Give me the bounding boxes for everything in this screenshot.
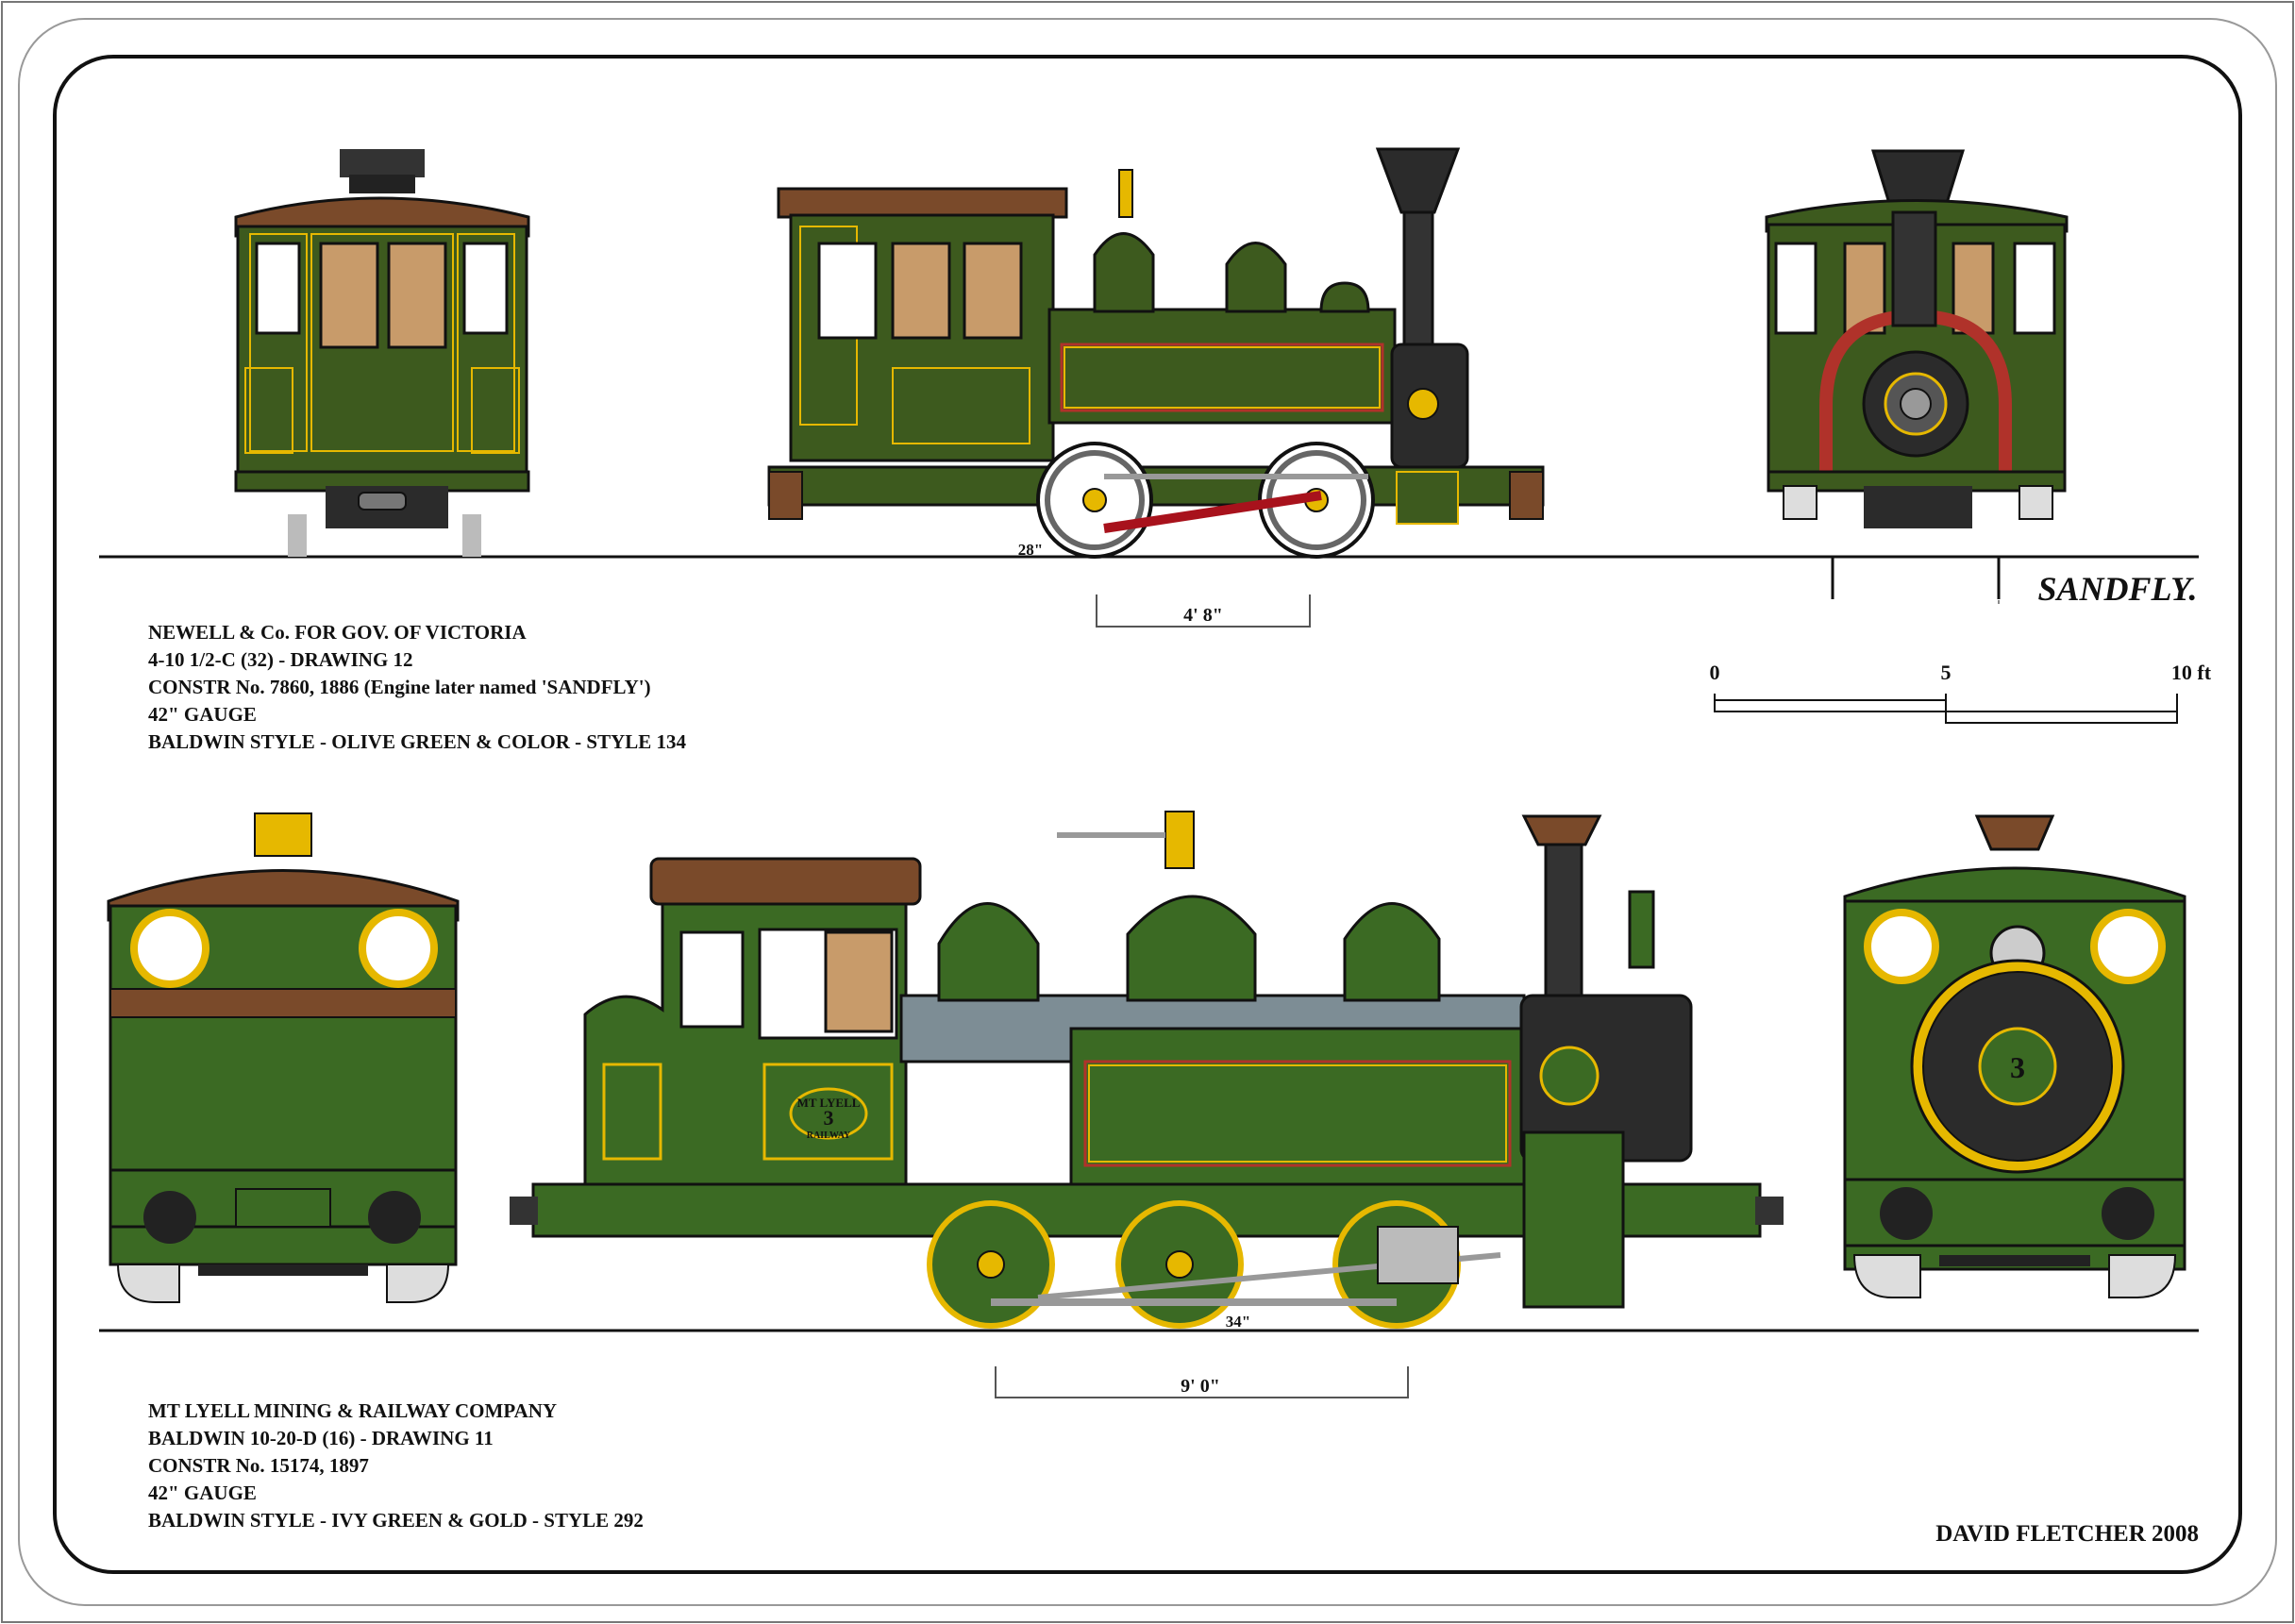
top-front-view — [1765, 149, 2069, 528]
top-wheel-diameter: 28" — [1018, 541, 1043, 559]
bottom-wheelbase-label: 9' 0" — [1181, 1376, 1220, 1397]
scale-bar — [1714, 694, 2178, 724]
bottom-wheelbase-dimension — [995, 1366, 1409, 1398]
scale-label-10ft: 10 ft — [2171, 661, 2212, 684]
top-side-view-locomotive — [767, 147, 1545, 559]
scale-label-5: 5 — [1941, 661, 1952, 684]
top-rear-view — [234, 149, 530, 557]
front-number-plate: 3 — [2010, 1050, 2025, 1084]
bottom-caption-line: MT LYELL MINING & RAILWAY COMPANY — [148, 1399, 558, 1422]
bottom-caption-line: BALDWIN STYLE - IVY GREEN & GOLD - STYLE… — [148, 1509, 644, 1532]
scale-label-0: 0 — [1710, 661, 1720, 684]
top-caption-line: 42" GAUGE — [148, 703, 257, 726]
bottom-rear-view — [107, 812, 460, 1303]
top-caption-line: CONSTR No. 7860, 1886 (Engine later name… — [148, 676, 651, 698]
bottom-caption-line: BALDWIN 10-20-D (16) - DRAWING 11 — [148, 1427, 494, 1449]
top-caption: NEWELL & Co. FOR GOV. OF VICTORIA 4-10 1… — [148, 619, 686, 756]
sheet-title: SANDFLY. — [2037, 570, 2197, 608]
tank-plate-number: 3 — [824, 1106, 834, 1130]
inner-rounded-border — [53, 55, 2242, 1574]
top-caption-line: 4-10 1/2-C (32) - DRAWING 12 — [148, 648, 413, 671]
outer-rounded-border — [18, 18, 2277, 1606]
top-wheelbase-dimension — [1096, 594, 1311, 628]
bottom-caption: MT LYELL MINING & RAILWAY COMPANY BALDWI… — [148, 1398, 644, 1534]
top-wheelbase-label: 4' 8" — [1183, 605, 1223, 626]
bottom-caption-line: CONSTR No. 15174, 1897 — [148, 1454, 369, 1477]
tank-plate-top: MT LYELL — [797, 1096, 861, 1110]
bottom-side-view-locomotive: MT LYELL 3 RAILWAY — [510, 811, 1784, 1329]
bottom-caption-line: 42" GAUGE — [148, 1482, 257, 1504]
credit: DAVID FLETCHER 2008 — [1935, 1521, 2199, 1547]
top-caption-line: BALDWIN STYLE - OLIVE GREEN & COLOR - ST… — [148, 730, 687, 753]
bottom-wheel-diameter: 34" — [1226, 1313, 1250, 1331]
bottom-front-view: 3 — [1843, 814, 2186, 1298]
tank-plate-bottom: RAILWAY — [807, 1130, 851, 1141]
top-caption-line: NEWELL & Co. FOR GOV. OF VICTORIA — [148, 621, 527, 644]
